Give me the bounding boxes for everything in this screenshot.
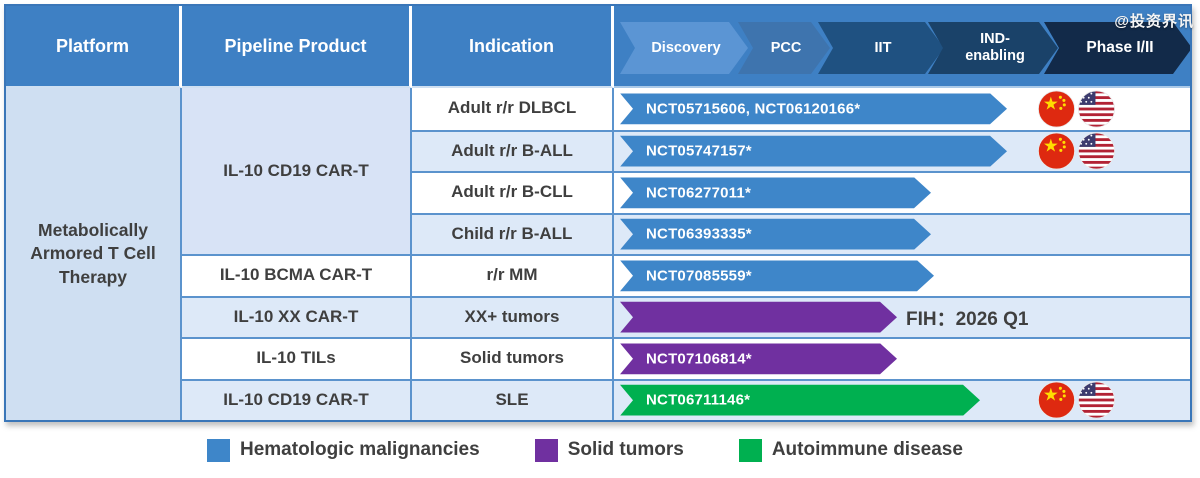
header-cell-pipeline-product: Pipeline Product [182,6,412,88]
indication-label: XX+ tumors [464,306,560,326]
trial-progress-bar: NCT07085559* [620,260,934,291]
legend-item-solid: Solid tumors [534,438,684,462]
indication-cell: Solid tumors [412,337,614,379]
indication-cell: Adult r/r DLBCL [412,88,614,130]
timeline-cell: NCT07106814* [614,337,1190,379]
china-flag-icon [1038,381,1075,419]
phase-label: IIT [874,39,892,56]
indication-label: SLE [495,389,529,409]
trial-progress-bar: NCT06393335* [620,219,931,250]
header-label: Platform [55,35,129,56]
indication-cell: SLE [412,378,614,420]
indication-label: Adult r/r B-ALL [451,140,573,160]
trial-id-label: NCT06711146* [646,391,751,409]
trial-progress-bar [620,302,897,333]
trial-progress-bar: NCT06277011* [620,177,931,208]
timeline-cell: NCT07085559* [614,254,1190,296]
legend-item-autoimmune: Autoimmune disease [738,438,963,462]
trial-id-label: NCT06277011* [646,184,751,202]
trial-progress-bar: NCT06711146* [620,385,980,416]
phase-chevron-iit: IIT [818,22,944,74]
timeline-cell: NCT06277011* [614,171,1190,213]
platform-cell: Metabolically Armored T Cell Therapy [6,88,182,420]
fih-annotation: FIH：2026 Q1 [906,308,1029,330]
trial-progress-bar: NCT05747157* [620,136,1007,167]
product-cell-il10-bcma-cart: IL-10 BCMA CAR-T [182,254,412,296]
timeline-cell: NCT05715606, NCT06120166* [614,88,1190,130]
phase-label: PCC [770,39,802,56]
timeline-cell: FIH：2026 Q1 [614,295,1190,337]
region-flags [1038,90,1115,128]
usa-flag-icon [1078,90,1115,127]
legend-swatch-autoimmune [738,438,762,462]
legend-swatch-hematologic [207,438,230,462]
indication-cell: XX+ tumors [412,295,614,337]
legend-label: Autoimmune disease [771,439,963,460]
timeline-cell: NCT06711146* [614,378,1190,420]
usa-flag-icon [1078,133,1115,170]
trial-progress-bar: NCT07106814* [620,343,897,374]
trial-progress-bar: NCT05715606, NCT06120166* [620,93,1007,124]
header-cell-platform: Platform [6,6,182,88]
product-label: IL-10 BCMA CAR-T [219,265,373,285]
indication-label: Child r/r B-ALL [451,223,573,243]
product-label: IL-10 CD19 CAR-T [223,389,369,409]
indication-label: Adult r/r DLBCL [447,98,577,118]
phase-label: IND-enabling [965,31,1025,64]
product-cell-il10-xx-cart: IL-10 XX CAR-T [182,295,412,337]
china-flag-icon [1038,90,1075,128]
trial-id-label: NCT06393335* [646,225,752,243]
trial-id-label: NCT05747157* [646,142,752,160]
phase-chevron-pcc: PCC [738,22,830,74]
timeline-cell: NCT06393335* [614,212,1190,254]
watermark: @投资界讯 [1114,13,1194,30]
region-flags [1038,132,1115,170]
indication-cell: Adult r/r B-ALL [412,129,614,171]
product-label: IL-10 TILs [256,348,336,368]
trial-id-label: NCT07106814* [646,350,752,368]
legend-item-hematologic: Hematologic malignancies [207,438,480,462]
legend-swatch-solid [534,438,558,462]
indication-label: Solid tumors [460,348,564,368]
pipeline-table: Platform Pipeline Product Indication Dis… [4,4,1192,422]
product-cell-il10-cd19-cart: IL-10 CD19 CAR-T [182,88,412,254]
product-label: IL-10 XX CAR-T [233,306,359,326]
product-cell-il10-cd19-cart-sle: IL-10 CD19 CAR-T [182,378,412,420]
region-flags [1038,381,1115,419]
indication-label: r/r MM [486,265,538,285]
phase-chevron-ind-enabling: IND-enabling [928,22,1058,74]
header-label: Pipeline Product [224,35,367,56]
legend-label: Solid tumors [567,439,684,460]
product-label: IL-10 CD19 CAR-T [223,160,369,180]
indication-cell: r/r MM [412,254,614,296]
phase-label: Phase I/II [1086,39,1154,57]
indication-cell: Child r/r B-ALL [412,212,614,254]
legend: Hematologic malignancies Solid tumors Au… [0,430,1200,470]
header-cell-indication: Indication [412,6,614,88]
indication-label: Adult r/r B-CLL [451,182,573,202]
timeline-cell: NCT05747157* [614,129,1190,171]
product-cell-il10-tils: IL-10 TILs [182,337,412,379]
legend-label: Hematologic malignancies [240,439,480,460]
indication-cell: Adult r/r B-CLL [412,171,614,213]
trial-id-label: NCT05715606, NCT06120166* [646,100,861,118]
phase-header-band: Discovery PCC IIT IND-enabling Phase I/I… [614,6,1190,88]
phase-chevron-discovery: Discovery [620,22,748,74]
platform-label: Metabolically Armored T Cell Therapy [30,219,156,287]
phase-chevron-phase-1-2: Phase I/II [1044,22,1190,74]
usa-flag-icon [1078,382,1115,419]
phase-label: Discovery [651,39,721,56]
china-flag-icon [1038,132,1075,170]
trial-id-label: NCT07085559* [646,267,752,285]
header-label: Indication [469,35,554,56]
